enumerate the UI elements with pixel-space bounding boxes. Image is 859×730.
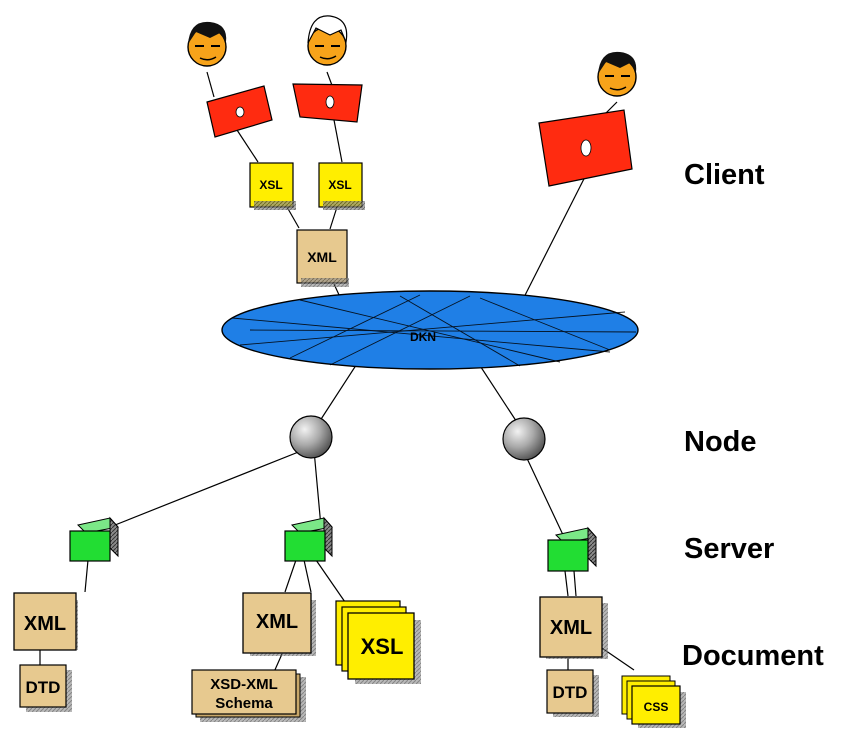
document-icon: DTD [19,664,72,712]
xsl-doc-label: XSL [259,178,282,192]
tier-label-client: Client [684,159,765,191]
css-doc-label: CSS [644,700,669,714]
connector-lines [39,71,635,673]
document-icon: XML [13,592,78,651]
document-icon: XML [539,596,608,659]
display-device-icon [292,83,363,123]
server-cube-icon [69,516,119,562]
server-cube-icon [284,516,333,562]
tier-label-server: Server [684,533,775,565]
document-icon: XML [242,592,316,656]
xsl-doc-label: XSL [328,178,351,192]
dkn-network: DKN [221,290,639,370]
document-icon: XSL [335,600,421,684]
xml-doc-label: XML [550,617,592,639]
network-label: DKN [410,330,436,344]
schema-doc-label-line1: XSD-XML [210,676,278,693]
user-face-icon [307,15,348,66]
document-icon: XSL [249,162,296,210]
user-face-icon [187,21,227,67]
document-icon: XML [296,229,349,287]
document-icon: DTD [546,669,599,717]
document-icon: XSD-XML Schema [191,669,306,722]
schema-doc-label-line2: Schema [215,695,273,712]
xsl-doc-label: XSL [361,634,404,659]
xml-doc-label: XML [24,613,66,635]
globe-node-icon [502,417,546,461]
display-device-icon [206,85,273,138]
document-icon: XSL [318,162,365,210]
xml-doc-label: XML [307,249,337,265]
display-device-icon [538,109,633,187]
globe-node-icon [289,415,333,459]
xml-doc-label: XML [256,611,298,633]
tier-label-node: Node [684,426,757,458]
server-cube-icon [547,526,597,572]
dtd-doc-label: DTD [553,683,588,702]
document-icon: CSS [621,675,686,728]
tier-label-document: Document [682,640,824,672]
user-face-icon [597,51,637,97]
dtd-doc-label: DTD [26,678,61,697]
